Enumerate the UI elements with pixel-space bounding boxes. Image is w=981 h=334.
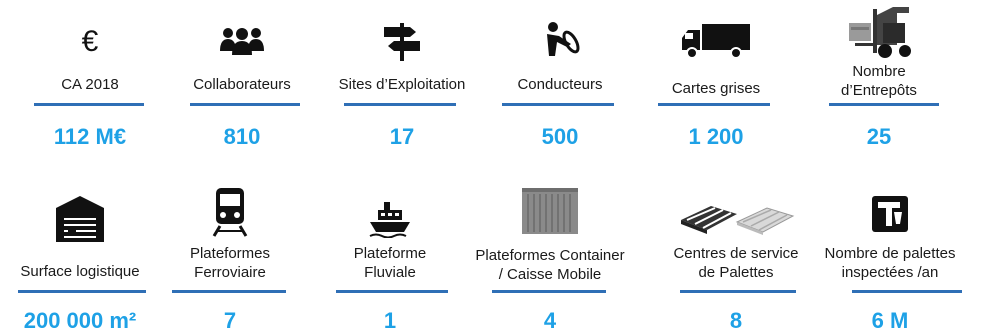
stat-label: Conducteurs	[517, 76, 603, 93]
stat-value: 112 M€	[53, 124, 127, 149]
signpost-icon	[322, 12, 482, 68]
stat-value: 1 200	[688, 124, 744, 149]
forklift-icon	[799, 2, 959, 58]
stat-value: 25	[866, 124, 892, 149]
stat-divider	[18, 290, 146, 293]
stat-label: Plateforme Fluviale	[353, 245, 427, 281]
stat-value: 500	[541, 124, 579, 149]
stat-value: 810	[223, 124, 261, 149]
stat-label: Plateformes Ferroviaire	[189, 245, 271, 281]
stat-label: Nombre d’Entrepôts	[841, 63, 917, 99]
train-icon	[150, 184, 310, 240]
stat-value: 17	[389, 124, 415, 149]
pallet-inspection-icon	[810, 186, 970, 242]
stat-divider	[344, 103, 456, 106]
stat-value: 200 000 m²	[23, 308, 137, 333]
stat-divider	[34, 103, 144, 106]
stat-divider	[190, 103, 300, 106]
stat-value: 7	[223, 308, 237, 333]
stat-label: Collaborateurs	[193, 76, 291, 93]
stat-label: Plateformes Container / Caisse Mobile	[475, 247, 625, 283]
ship-icon	[310, 190, 470, 246]
pallets-icon	[656, 190, 816, 246]
stat-divider	[336, 290, 448, 293]
stat-divider	[492, 290, 606, 293]
stat-label: Sites d’Exploitation	[338, 76, 466, 93]
stat-value: 6 M	[871, 308, 909, 333]
truck-icon	[636, 12, 796, 68]
svg-text:€: €	[82, 25, 99, 58]
stat-divider	[172, 290, 286, 293]
stat-divider	[829, 103, 939, 106]
stat-label: Nombre de palettes inspectées /an	[824, 245, 956, 281]
stat-label: Centres de service de Palettes	[673, 245, 799, 281]
stat-label: Cartes grises	[671, 80, 761, 97]
driver-steering-wheel-icon	[480, 12, 640, 68]
stat-label: CA 2018	[61, 76, 119, 93]
stat-value: 1	[383, 308, 397, 333]
people-group-icon	[162, 12, 322, 68]
stat-divider	[852, 290, 962, 293]
euro-icon: €	[10, 12, 170, 68]
stat-divider	[680, 290, 796, 293]
stat-divider	[502, 103, 614, 106]
stat-divider	[658, 103, 770, 106]
warehouse-icon	[0, 190, 160, 246]
stat-label: Surface logistique	[20, 263, 140, 280]
stat-value: 4	[543, 308, 557, 333]
shipping-container-icon	[470, 182, 630, 238]
stat-value: 8	[729, 308, 743, 333]
